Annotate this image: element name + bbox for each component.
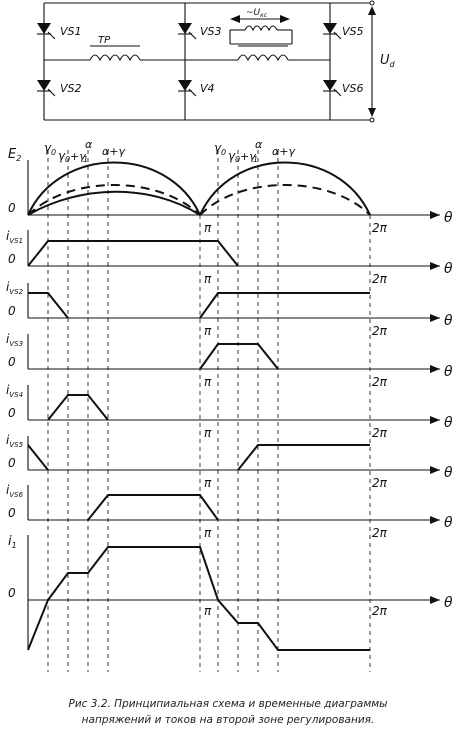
label-v4: V4 bbox=[200, 82, 215, 95]
svg-text:E2: E2 bbox=[8, 147, 21, 163]
svg-text:iVS1: iVS1 bbox=[6, 229, 23, 245]
label-vs2: VS2 bbox=[60, 82, 82, 95]
svg-text:+γ: +γ bbox=[240, 150, 256, 163]
svg-text:iVS4: iVS4 bbox=[6, 383, 23, 399]
svg-text:0: 0 bbox=[65, 155, 70, 164]
panel-ivs6: iVS6 0 π 2π θ bbox=[6, 483, 453, 540]
svg-text:2π: 2π bbox=[372, 526, 388, 540]
svg-text:π: π bbox=[204, 526, 212, 540]
svg-text:0: 0 bbox=[8, 201, 16, 215]
angle-labels-right: γ 0 γ 0 +γ 1 α α+γ bbox=[214, 138, 295, 164]
label-vs5: VS5 bbox=[342, 25, 364, 38]
thyristor-vs6-icon bbox=[323, 80, 342, 97]
svg-text:0: 0 bbox=[51, 148, 56, 157]
label-vs1: VS1 bbox=[60, 25, 82, 38]
svg-text:π: π bbox=[204, 324, 212, 338]
svg-text:2π: 2π bbox=[372, 476, 388, 490]
svg-text:iVS2: iVS2 bbox=[6, 280, 24, 296]
svg-text:iVS3: iVS3 bbox=[6, 332, 23, 348]
svg-text:γ: γ bbox=[228, 149, 236, 163]
svg-text:0: 0 bbox=[235, 155, 240, 164]
svg-text:γ: γ bbox=[44, 141, 52, 155]
svg-text:0: 0 bbox=[221, 148, 226, 157]
svg-text:0: 0 bbox=[8, 456, 16, 470]
svg-text:γ: γ bbox=[214, 141, 222, 155]
thyristor-vs1-icon bbox=[37, 23, 56, 40]
label-transformer: TP bbox=[98, 35, 111, 46]
svg-text:θ: θ bbox=[444, 515, 453, 531]
svg-text:0: 0 bbox=[8, 586, 16, 600]
svg-text:2π: 2π bbox=[372, 221, 388, 235]
svg-text:π: π bbox=[204, 221, 212, 235]
svg-text:θ: θ bbox=[444, 364, 453, 380]
angle-labels-left: γ 0 γ 0 +γ 1 α α+γ bbox=[44, 138, 125, 164]
svg-text:2π: 2π bbox=[372, 604, 388, 618]
svg-text:0: 0 bbox=[8, 355, 16, 369]
svg-text:1: 1 bbox=[253, 155, 258, 164]
timing-diagrams: γ 0 γ 0 +γ 1 α α+γ γ 0 γ 0 +γ 1 α α+γ E2… bbox=[6, 138, 453, 672]
panel-ivs3: iVS3 0 π 2π θ bbox=[6, 332, 453, 389]
svg-text:iVS5: iVS5 bbox=[6, 433, 24, 449]
svg-text:+γ: +γ bbox=[70, 150, 86, 163]
svg-text:2π: 2π bbox=[372, 324, 388, 338]
svg-text:θ: θ bbox=[444, 415, 453, 431]
panel-ivs1: iVS1 0 π 2π θ bbox=[6, 229, 453, 286]
svg-text:θ: θ bbox=[444, 261, 453, 277]
svg-text:α: α bbox=[255, 138, 263, 151]
caption-line-1: Рис 3.2. Принципиальная схема и временны… bbox=[68, 698, 388, 710]
svg-text:π: π bbox=[204, 476, 212, 490]
svg-text:0: 0 bbox=[8, 506, 16, 520]
panel-ivs4: iVS4 0 π 2π θ bbox=[6, 383, 453, 440]
svg-text:π: π bbox=[204, 375, 212, 389]
svg-text:2π: 2π bbox=[372, 426, 388, 440]
label-ud: Ud bbox=[380, 53, 396, 69]
svg-text:π: π bbox=[204, 272, 212, 286]
label-vs3: VS3 bbox=[200, 25, 222, 38]
svg-text:i1: i1 bbox=[8, 534, 17, 550]
svg-text:0: 0 bbox=[8, 304, 16, 318]
figure-caption: Рис 3.2. Принципиальная схема и временны… bbox=[0, 696, 456, 728]
svg-text:θ: θ bbox=[444, 210, 453, 226]
thyristor-vs2-icon bbox=[37, 80, 56, 97]
svg-text:iVS6: iVS6 bbox=[6, 483, 24, 499]
svg-text:γ: γ bbox=[58, 149, 66, 163]
svg-text:θ: θ bbox=[444, 595, 453, 611]
label-vs6: VS6 bbox=[342, 82, 364, 95]
panel-i1: i1 0 π 2π θ bbox=[8, 534, 453, 651]
panel-ivs2: iVS2 0 π 2π θ bbox=[6, 280, 453, 338]
caption-line-2: напряжений и токов на второй зоне регули… bbox=[81, 714, 375, 726]
thyristor-vs3-icon bbox=[178, 23, 197, 40]
label-load: ~Uкс bbox=[246, 8, 268, 19]
thyristor-v4-icon bbox=[178, 80, 197, 97]
svg-text:π: π bbox=[204, 604, 212, 618]
panel-e2: E2 0 π 2π θ bbox=[8, 147, 453, 235]
svg-text:2π: 2π bbox=[372, 375, 388, 389]
svg-text:2π: 2π bbox=[372, 272, 388, 286]
panel-ivs5: iVS5 0 π 2π θ bbox=[6, 433, 453, 490]
svg-text:0: 0 bbox=[8, 252, 16, 266]
svg-text:θ: θ bbox=[444, 465, 453, 481]
svg-text:α: α bbox=[85, 138, 93, 151]
svg-text:α+γ: α+γ bbox=[272, 145, 295, 158]
svg-text:1: 1 bbox=[83, 155, 88, 164]
circuit-schematic: VS1 VS2 VS3 V4 VS5 VS6 TP ~Uкс Ud bbox=[37, 0, 396, 123]
svg-text:π: π bbox=[204, 426, 212, 440]
svg-text:0: 0 bbox=[8, 406, 16, 420]
svg-text:θ: θ bbox=[444, 313, 453, 329]
svg-text:α+γ: α+γ bbox=[102, 145, 125, 158]
thyristor-vs5-icon bbox=[323, 23, 342, 40]
